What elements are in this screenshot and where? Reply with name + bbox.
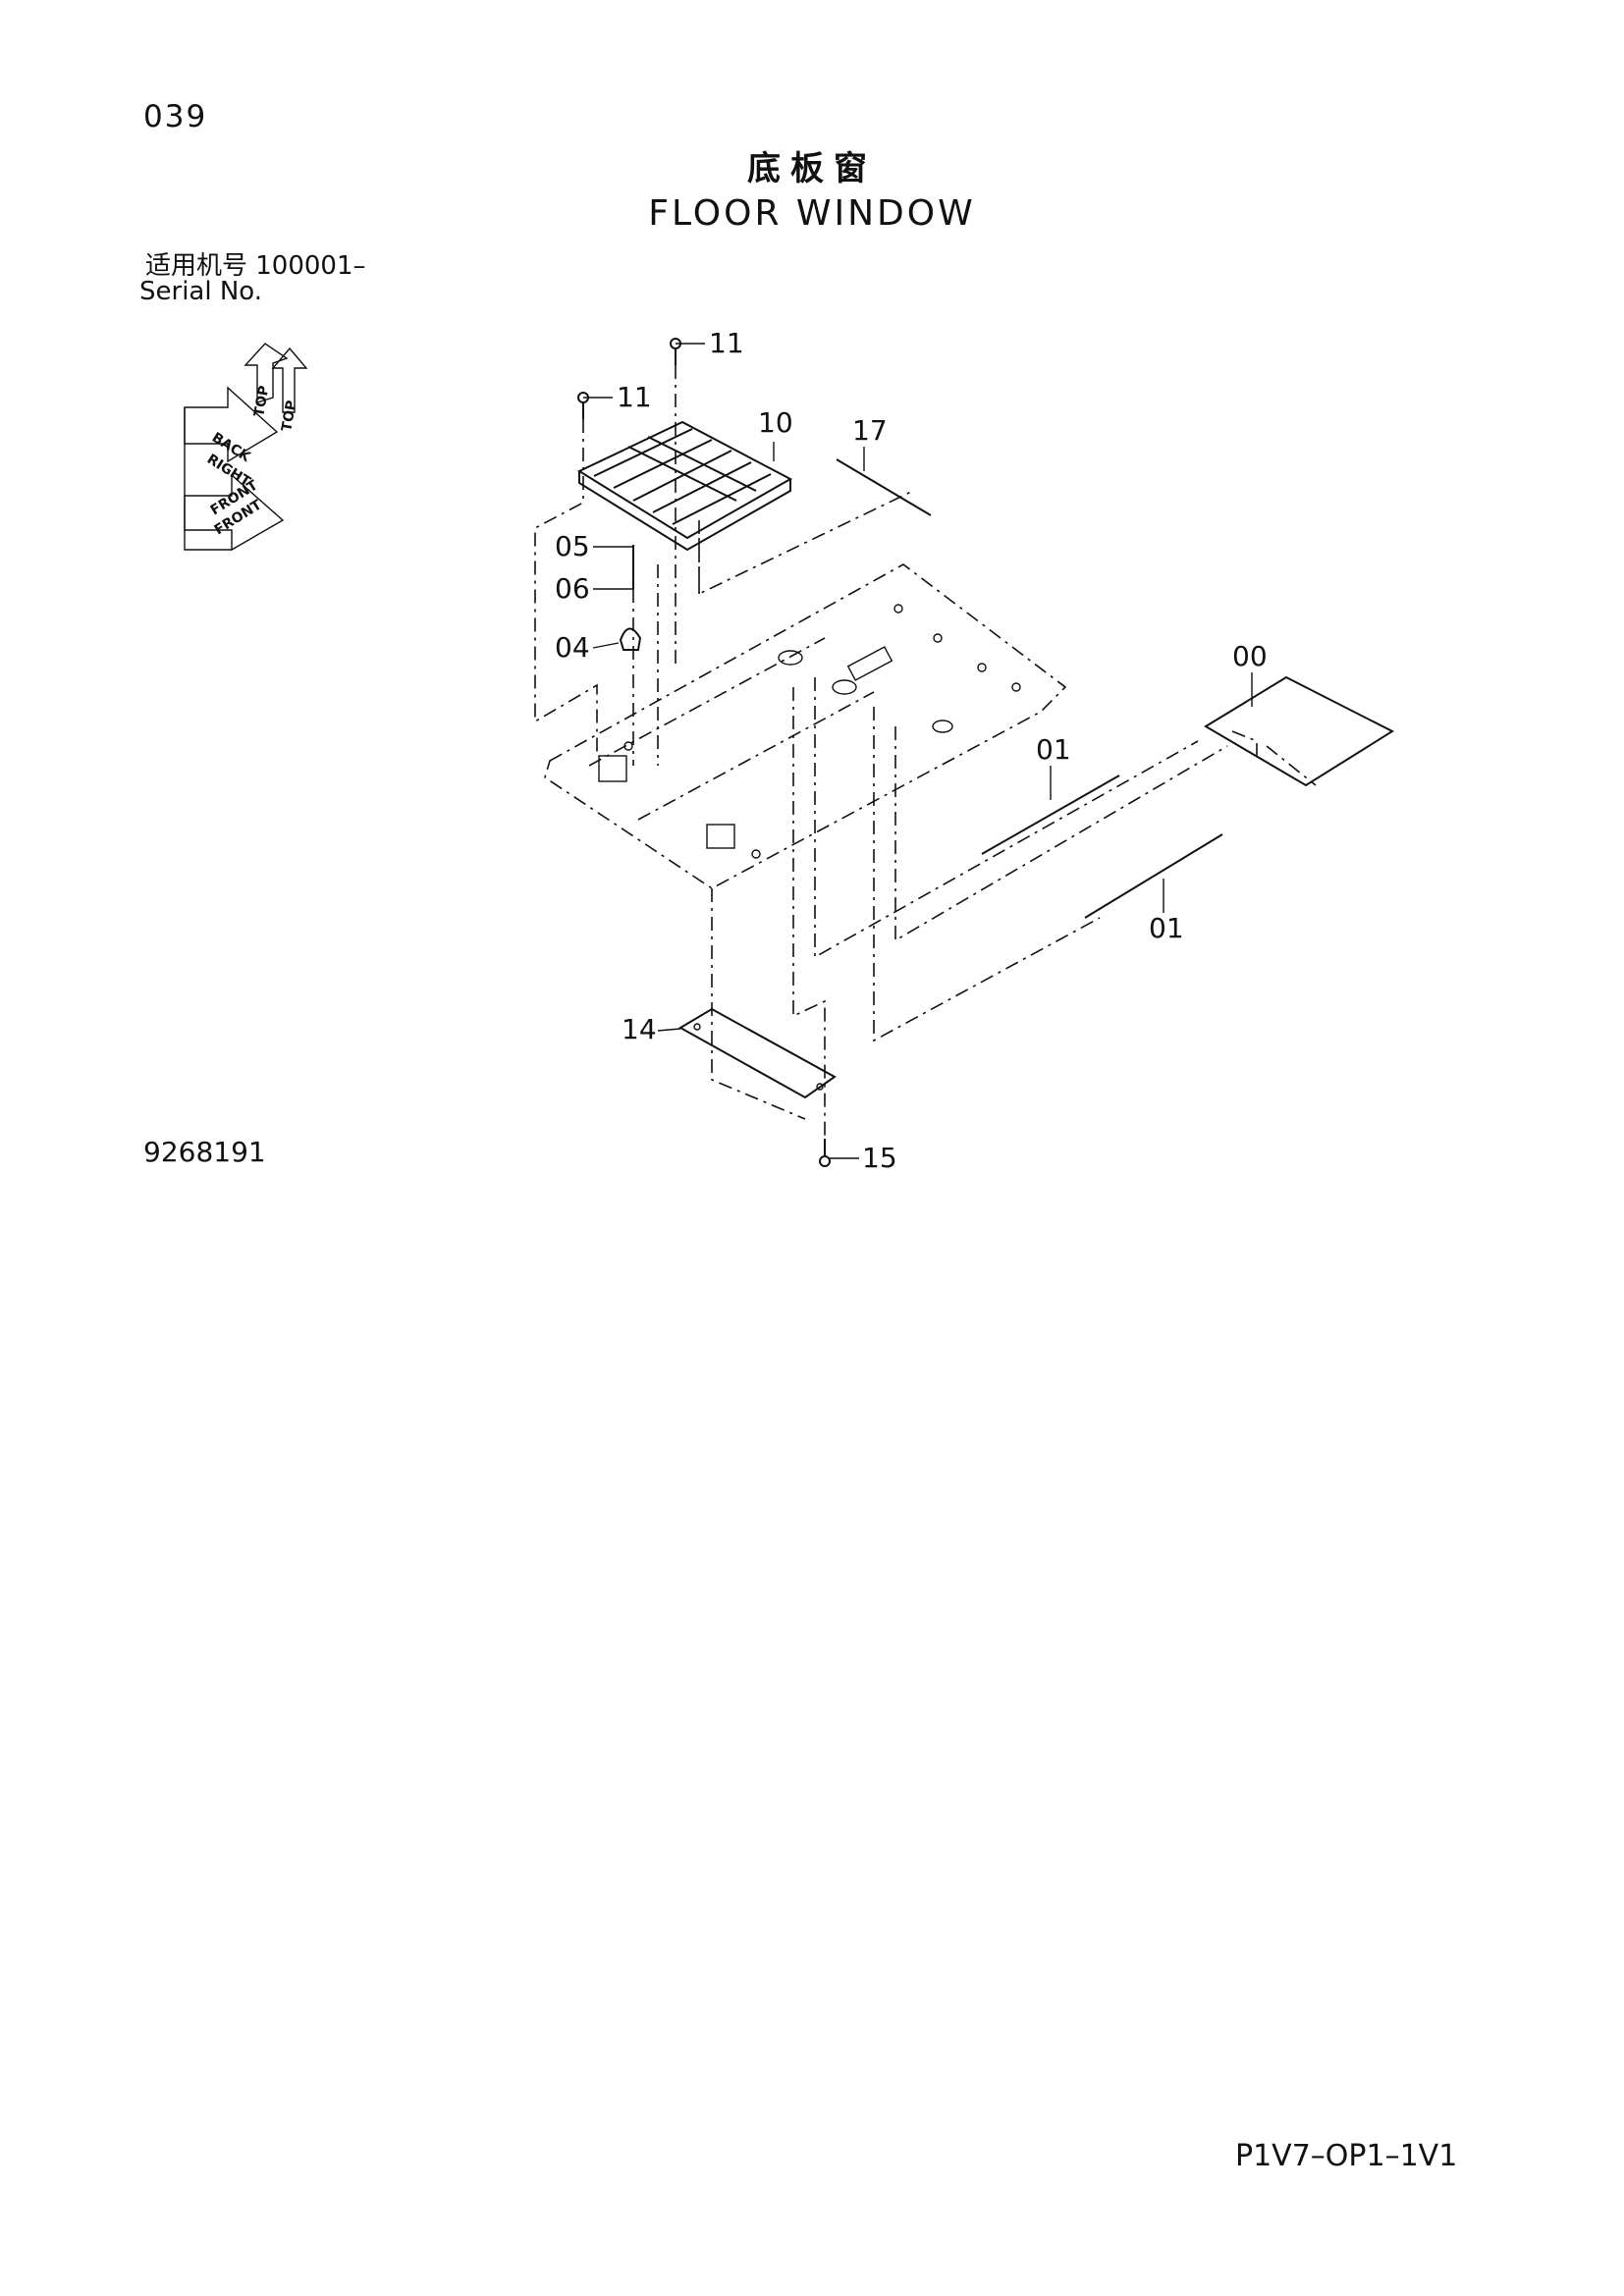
callout-14: 14 (622, 1013, 657, 1045)
callout-17: 17 (852, 414, 888, 447)
orientation-top-label-2: TOP (279, 400, 299, 433)
page-number: 039 (143, 99, 208, 134)
callout-05: 05 (555, 530, 590, 562)
callout-01-upper: 01 (1036, 733, 1071, 766)
page-code: P1V7–OP1–1V1 (1235, 2139, 1458, 2173)
leader-lines (583, 343, 1253, 1159)
rubber-seal-lower (1084, 833, 1223, 919)
callout-11-left: 11 (617, 381, 652, 413)
drawing-number: 9268191 (143, 1136, 266, 1168)
assembly-lines (534, 365, 1317, 1139)
callout-10: 10 (758, 406, 793, 439)
floor-window-frame (576, 420, 793, 552)
title-chinese: 底板窗 (747, 149, 877, 188)
title-english: FLOOR WINDOW (648, 193, 976, 234)
rubber-seal-upper (981, 774, 1120, 855)
floor-plate (544, 563, 1067, 889)
latch-part (619, 627, 642, 651)
orientation-top-label: TOP (251, 385, 272, 418)
serial-range-chinese: 适用机号 100001– (145, 251, 366, 281)
callout-06: 06 (555, 572, 590, 605)
lower-cover-plate (677, 1007, 837, 1099)
callout-15: 15 (862, 1142, 897, 1174)
serial-label-english: Serial No. (139, 277, 262, 306)
seal-strip (836, 458, 932, 516)
callout-11-top: 11 (709, 327, 744, 359)
callout-01-lower: 01 (1149, 912, 1184, 944)
bottom-bolt-icon (819, 1139, 831, 1167)
orientation-indicator-icon: BACK RIGHT FRONT FRONT TOP TOP (184, 343, 308, 552)
callout-00: 00 (1232, 640, 1268, 672)
callout-04: 04 (555, 631, 590, 664)
